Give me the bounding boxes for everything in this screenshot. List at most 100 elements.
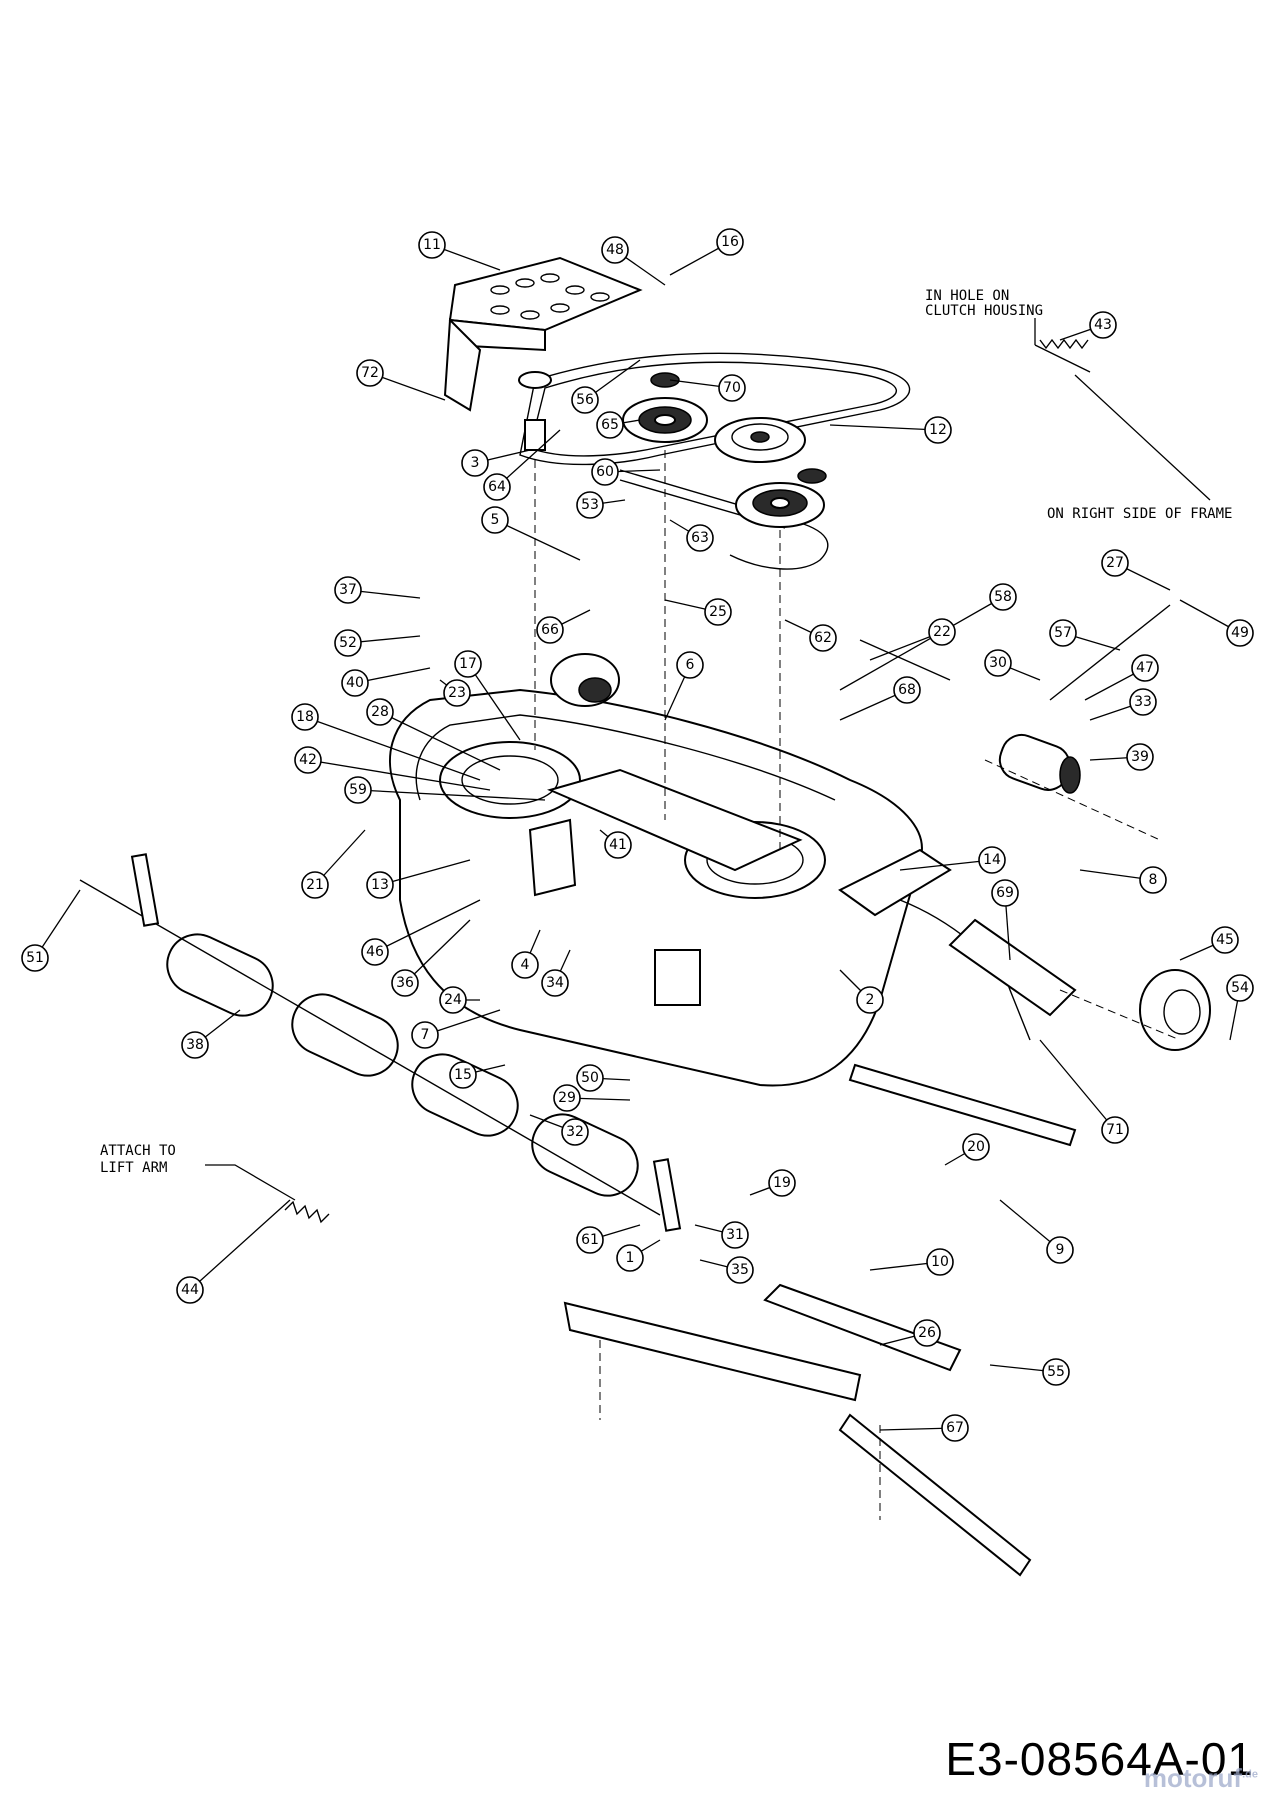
callout-18: 18: [291, 703, 481, 781]
callout-circle: [481, 506, 509, 534]
callout-number: 15: [454, 1067, 472, 1083]
callout-circle: [1139, 866, 1167, 894]
callout-circle: [924, 416, 952, 444]
callout-number: 4: [521, 957, 530, 973]
mower-deck-shell: [389, 688, 1077, 1087]
callout-24: 24: [439, 986, 480, 1014]
callout-58: 58: [839, 583, 1017, 691]
drawing-number: E3-08564A-01: [945, 1733, 1254, 1785]
callout-number: 12: [929, 422, 947, 438]
callout-circle: [768, 1169, 796, 1197]
callout-circle: [21, 944, 49, 972]
callout-9: 9: [999, 1199, 1074, 1264]
callout-leader: [829, 424, 939, 431]
callout-circle: [1042, 1358, 1070, 1386]
callout-29: 29: [553, 1084, 631, 1112]
callout-33: 33: [1089, 688, 1157, 721]
drive-belt: [519, 352, 911, 570]
callout-number: 22: [933, 624, 951, 640]
callout-number: 62: [814, 630, 832, 646]
callout-number: 46: [366, 944, 384, 960]
callout-59: 59: [344, 776, 546, 804]
callout-number: 41: [609, 837, 627, 853]
callout-circle: [962, 1133, 990, 1161]
callout-circle: [941, 1414, 969, 1442]
callout-leader: [357, 789, 546, 801]
callout-circle: [176, 1276, 204, 1304]
callout-circle: [1226, 619, 1254, 647]
callout-25: 25: [664, 598, 732, 626]
callout-50: 50: [576, 1064, 631, 1092]
callout-number: 56: [576, 392, 594, 408]
callout-number: 61: [581, 1232, 599, 1248]
callout-number: 29: [558, 1090, 576, 1106]
callout-circle: [991, 879, 1019, 907]
callout-circle: [411, 1021, 439, 1049]
callout-circle: [443, 679, 471, 707]
callout-number: 27: [1106, 555, 1124, 571]
assembly-lines: [534, 450, 1181, 1520]
callout-65: 65: [596, 411, 641, 439]
callout-number: 24: [444, 992, 462, 1008]
springs-and-rods: [284, 338, 1171, 1224]
callout-number: 11: [423, 237, 441, 253]
callout-circle: [449, 1061, 477, 1089]
callout-number: 31: [726, 1227, 744, 1243]
callout-number: 18: [296, 709, 314, 725]
callout-circle: [294, 746, 322, 774]
callout-20: 20: [944, 1133, 990, 1166]
callout-circle: [361, 938, 389, 966]
callout-leader: [374, 899, 481, 953]
callout-circle: [553, 1084, 581, 1112]
callout-32: 32: [529, 1114, 589, 1146]
callout-number: 30: [989, 655, 1007, 671]
callout-number: 40: [346, 675, 364, 691]
callout-54: 54: [1226, 974, 1254, 1041]
callout-circle: [913, 1319, 941, 1347]
callout-number: 28: [371, 704, 389, 720]
callout-number: 21: [306, 877, 324, 893]
callout-circle: [461, 449, 489, 477]
callout-circle: [1131, 654, 1159, 682]
callout-number: 66: [541, 622, 559, 638]
note-right-side: ON RIGHT SIDE OF FRAME: [1047, 506, 1232, 522]
callout-leader: [404, 919, 471, 984]
callout-number: 34: [546, 975, 564, 991]
callout-circle: [893, 676, 921, 704]
callout-circle: [604, 831, 632, 859]
callout-number: 58: [994, 589, 1012, 605]
callout-66: 66: [536, 609, 591, 644]
callout-6: 6: [664, 651, 704, 721]
callout-number: 60: [596, 464, 614, 480]
callout-number: 20: [967, 1139, 985, 1155]
callout-number: 52: [339, 635, 357, 651]
note-hole-line1: IN HOLE ON: [925, 288, 1009, 304]
callout-number: 65: [601, 417, 619, 433]
callout-number: 69: [996, 885, 1014, 901]
callout-number: 51: [26, 950, 44, 966]
callout-46: 46: [361, 899, 481, 966]
callout-number: 53: [581, 497, 599, 513]
callout-number: 67: [946, 1420, 964, 1436]
callout-circle: [1049, 619, 1077, 647]
callout-22: 22: [869, 618, 956, 661]
callout-circle: [341, 669, 369, 697]
callout-number: 33: [1134, 694, 1152, 710]
callout-61: 61: [576, 1224, 641, 1254]
callout-circle: [334, 629, 362, 657]
callout-41: 41: [599, 829, 632, 859]
callout-circle: [391, 969, 419, 997]
callout-circle: [344, 776, 372, 804]
callout-number: 14: [983, 852, 1001, 868]
callout-circle: [576, 491, 604, 519]
callout-circle: [356, 359, 384, 387]
callout-circle: [561, 1118, 589, 1146]
callout-number: 68: [898, 682, 916, 698]
callout-53: 53: [576, 491, 626, 519]
callout-leader: [304, 716, 481, 781]
callout-circle: [1226, 974, 1254, 1002]
callout-circle: [536, 616, 564, 644]
callout-number: 59: [349, 782, 367, 798]
callout-number: 57: [1054, 625, 1072, 641]
